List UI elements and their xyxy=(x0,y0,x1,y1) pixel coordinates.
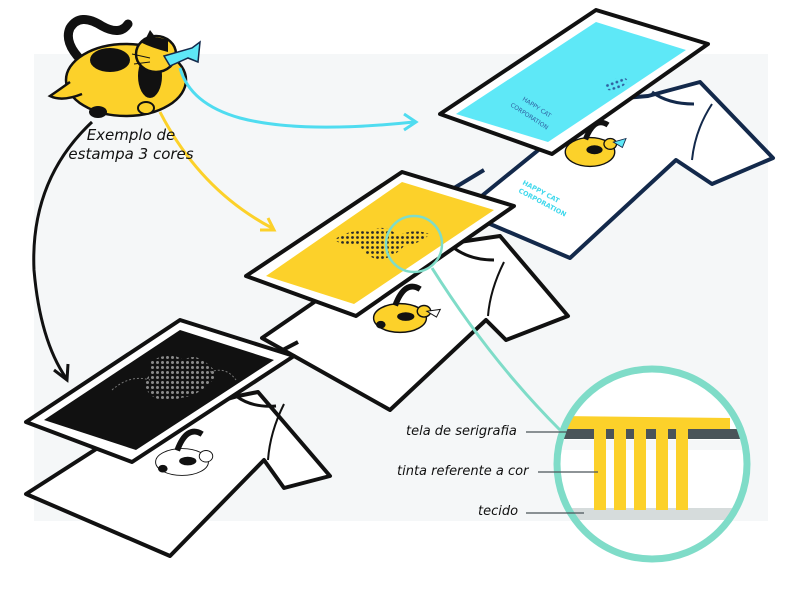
screen-cyan: HAPPY CAT CORPORATION xyxy=(438,8,710,156)
caption-line-1: Exemplo de xyxy=(86,126,176,144)
label-fabric: tecido xyxy=(478,504,519,519)
detail-zoom-circle xyxy=(553,365,751,563)
mesh-layer xyxy=(557,429,747,439)
screen-yellow xyxy=(244,170,516,318)
magnify-ring-small xyxy=(384,214,444,274)
magnify-connector xyxy=(430,267,562,432)
example-cat-illustration xyxy=(47,15,201,118)
fabric-layer xyxy=(560,508,747,520)
arrow-black xyxy=(32,120,94,383)
screen-black xyxy=(24,318,296,464)
arrow-yellow xyxy=(158,111,277,232)
label-ink: tinta referente a cor xyxy=(397,464,529,479)
label-screen-mesh: tela de serigrafia xyxy=(406,424,517,439)
caption-line-2: estampa 3 cores xyxy=(68,145,194,163)
caption: Exemplo de estampa 3 cores xyxy=(66,126,196,164)
arrow-cyan xyxy=(178,67,419,132)
shirt-cyan-layer: HAPPY CAT CORPORATION xyxy=(460,80,775,260)
detail-ring xyxy=(553,365,751,563)
